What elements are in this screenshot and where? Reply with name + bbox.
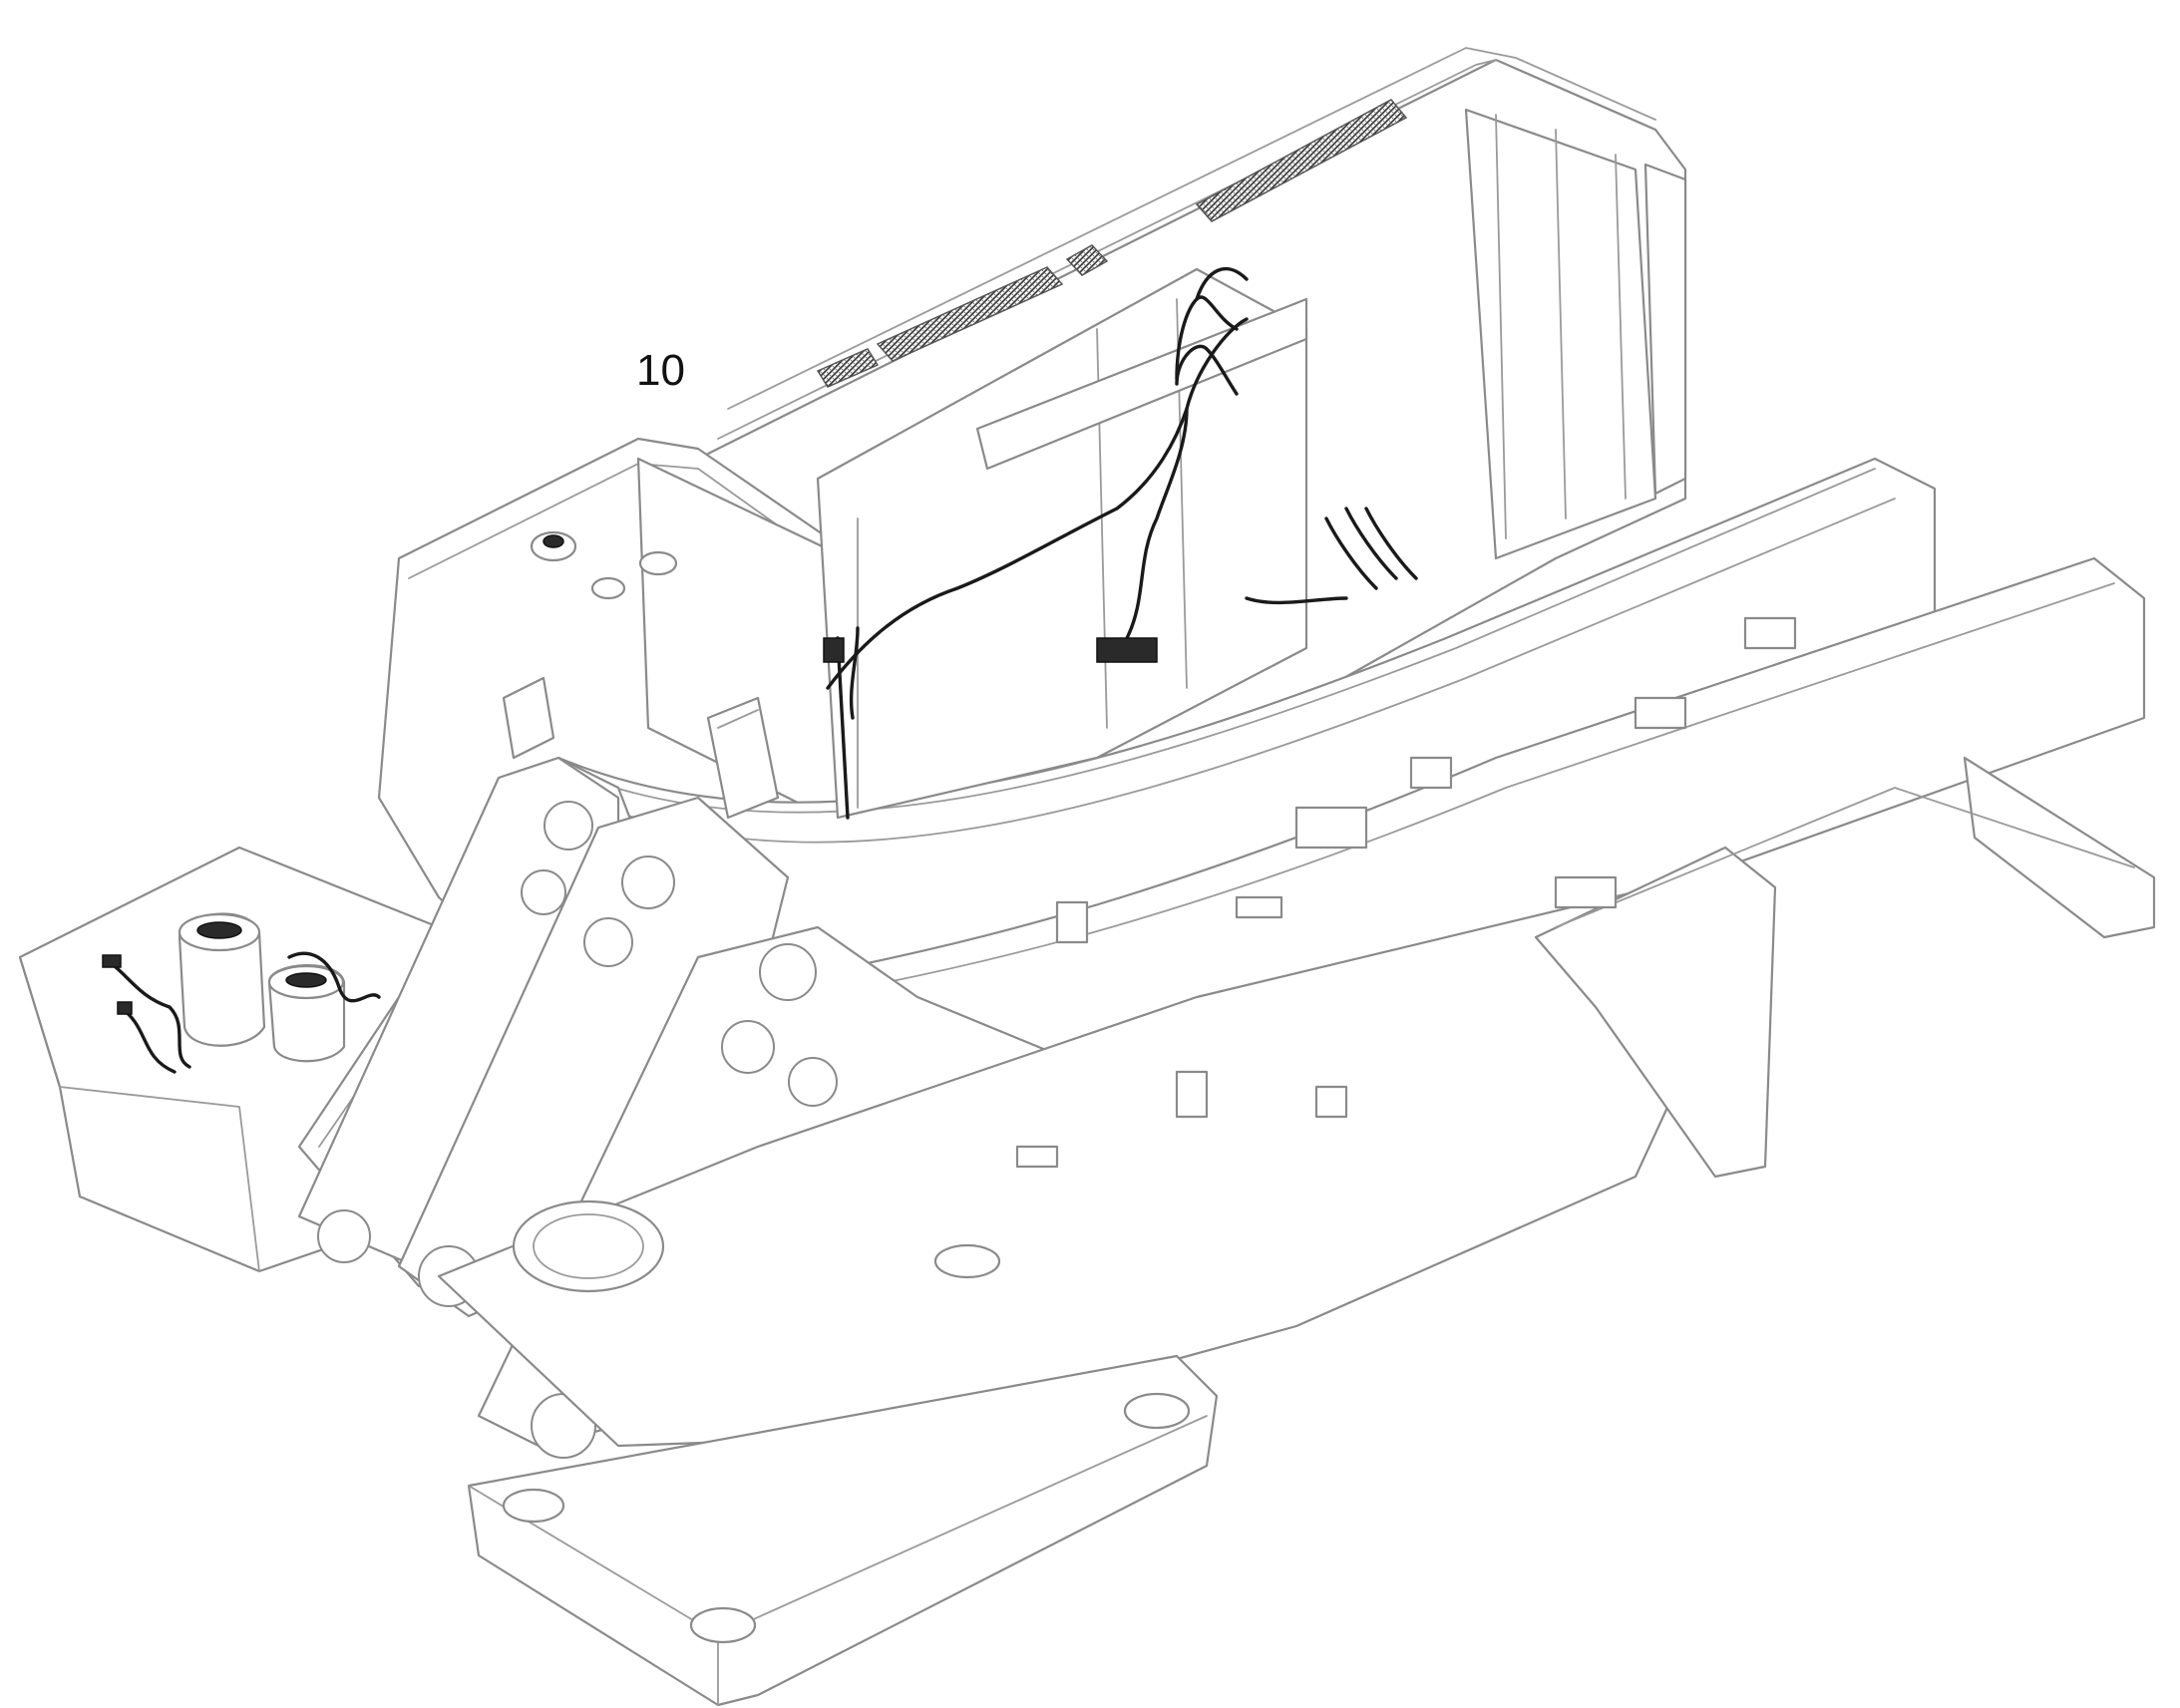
- right-outrigger: [1534, 756, 2156, 1179]
- access-panel: [706, 696, 780, 820]
- wire-harness: [823, 267, 1418, 820]
- callout-10: 10: [636, 346, 685, 395]
- front-crossmember: [467, 1243, 1219, 1707]
- mounting-brackets: [1015, 616, 1797, 1169]
- central-mast: [816, 267, 1308, 820]
